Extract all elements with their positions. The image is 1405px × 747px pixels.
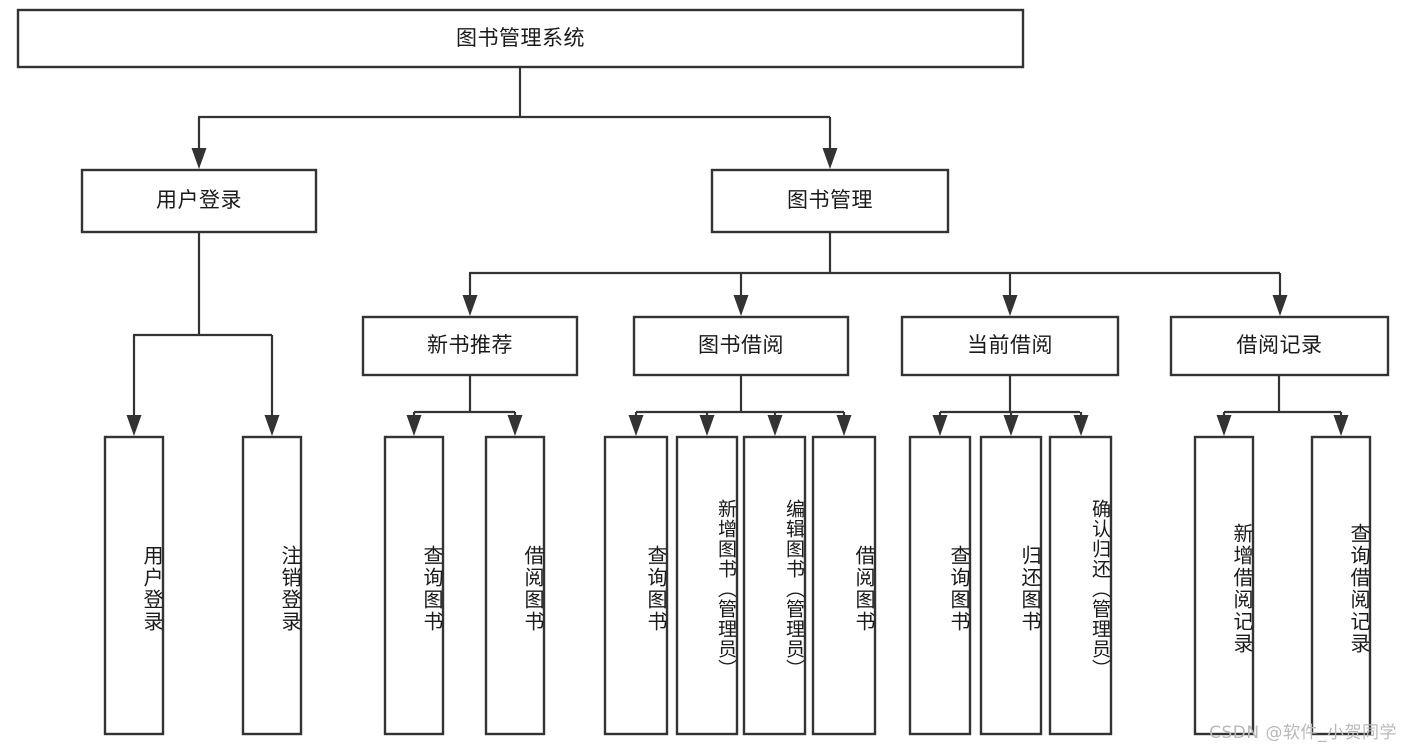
arrow-head-icon bbox=[628, 415, 644, 436]
arrow-head-icon bbox=[1333, 415, 1349, 436]
arrow-head-icon bbox=[1216, 415, 1232, 436]
node-layer bbox=[16, 8, 1390, 736]
arrow-head-icon bbox=[767, 415, 783, 436]
arrow-head-icon bbox=[264, 415, 280, 436]
node-box-leaf-borrow-book[interactable] bbox=[811, 435, 877, 736]
node-box-leaf-query-book-borrow[interactable] bbox=[603, 435, 669, 736]
node-box-leaf-query-book-current[interactable] bbox=[908, 435, 972, 736]
node-box-leaf-query-borrow-record[interactable] bbox=[1310, 435, 1372, 736]
node-box-leaf-user-login[interactable] bbox=[103, 435, 165, 736]
arrow-head-icon bbox=[822, 148, 838, 169]
arrow-head-icon bbox=[191, 148, 207, 169]
node-box-leaf-return-book[interactable] bbox=[979, 435, 1043, 736]
arrow-head-icon bbox=[699, 415, 715, 436]
node-box-leaf-add-book-admin[interactable] bbox=[675, 435, 739, 736]
arrow-head-icon bbox=[1003, 415, 1019, 436]
node-box-book-manage[interactable] bbox=[710, 168, 950, 234]
node-box-borrow-record[interactable] bbox=[1169, 315, 1390, 377]
arrow-head-icon bbox=[836, 415, 852, 436]
node-box-leaf-confirm-return-admin[interactable] bbox=[1048, 435, 1113, 736]
node-box-leaf-user-logout[interactable] bbox=[241, 435, 303, 736]
arrow-head-icon bbox=[507, 415, 523, 436]
node-box-current-borrow[interactable] bbox=[900, 315, 1120, 377]
arrow-head-icon bbox=[1073, 415, 1089, 436]
arrow-head-icon bbox=[733, 295, 749, 316]
arrow-head-icon bbox=[1272, 295, 1288, 316]
node-box-leaf-edit-book-admin[interactable] bbox=[742, 435, 807, 736]
node-box-user-login[interactable] bbox=[80, 168, 318, 234]
node-box-book-borrow[interactable] bbox=[632, 315, 850, 377]
csdn-watermark: CSDN @软件_小贺同学 bbox=[1209, 723, 1397, 743]
arrow-head-icon bbox=[932, 415, 948, 436]
connector-layer bbox=[126, 67, 1349, 436]
node-box-new-book-recommend[interactable] bbox=[361, 315, 579, 377]
arrow-head-icon bbox=[1002, 295, 1018, 316]
node-box-leaf-query-book-new[interactable] bbox=[383, 435, 445, 736]
node-box-leaf-add-borrow-record[interactable] bbox=[1193, 435, 1255, 736]
node-box-leaf-borrow-book-new[interactable] bbox=[484, 435, 546, 736]
arrow-head-icon bbox=[406, 415, 422, 436]
node-box-root[interactable] bbox=[16, 8, 1025, 69]
arrow-head-icon bbox=[126, 415, 142, 436]
arrow-head-icon bbox=[462, 295, 478, 316]
